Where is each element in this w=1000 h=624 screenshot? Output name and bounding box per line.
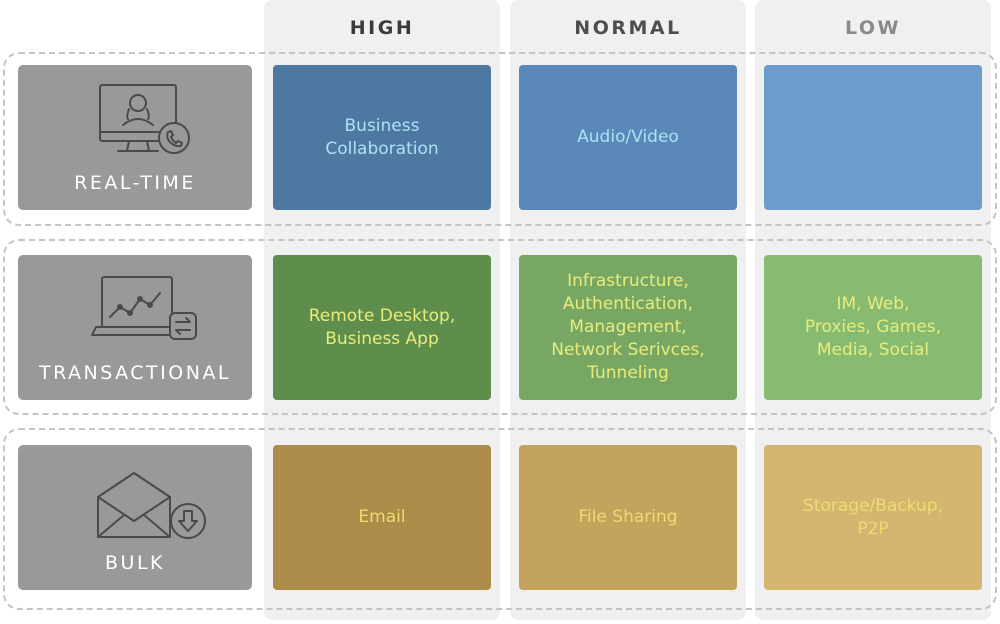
row-label-text-transactional: TRANSACTIONAL [38,362,232,384]
cell-transactional-high: Remote Desktop, Business App [273,255,491,400]
cell-bulk-low: Storage/Backup, P2P [764,445,982,590]
monitor-person-phone-icon [99,84,190,154]
cell-bulk-high: Email [273,445,491,590]
column-header-low: LOW [844,17,902,39]
row-band-real-time [3,52,997,226]
row-band-transactional [3,239,997,415]
cell-real-time-normal: Audio/Video [519,65,737,210]
row-label-bulk: BULK [18,445,252,590]
column-header-normal: NORMAL [574,17,682,39]
cell-transactional-low: IM, Web, Proxies, Games, Media, Social [764,255,982,400]
cell-transactional-normal: Infrastructure, Authentication, Manageme… [519,255,737,400]
cell-bulk-normal: File Sharing [519,445,737,590]
envelope-download-icon [97,472,206,539]
row-band-bulk [3,428,997,610]
row-label-transactional: TRANSACTIONAL [18,255,252,400]
row-label-text-real-time: REAL-TIME [74,172,196,194]
cell-real-time-low [764,65,982,210]
laptop-chart-sync-icon [91,276,197,340]
column-header-high: HIGH [349,17,415,39]
row-label-text-bulk: BULK [105,552,165,574]
row-label-real-time: REAL-TIME [18,65,252,210]
cell-real-time-high: Business Collaboration [273,65,491,210]
